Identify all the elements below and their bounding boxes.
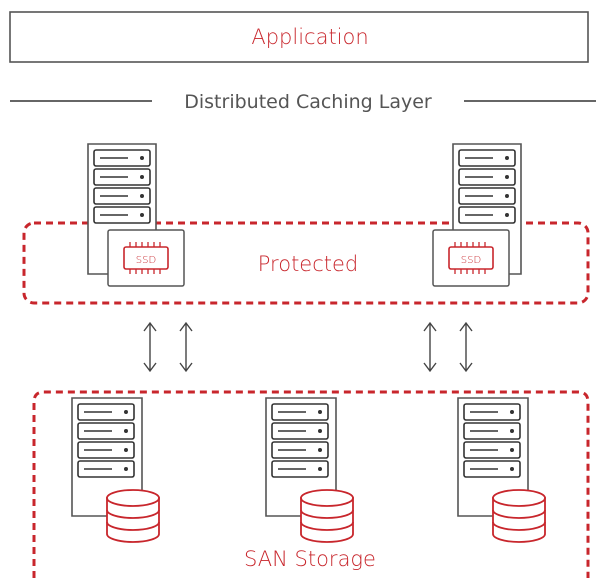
server-rack-icon (265, 397, 337, 517)
server-rack-icon (457, 397, 529, 517)
bidirectional-arrow-icon (459, 321, 473, 373)
application-label: Application (251, 25, 368, 49)
caching-layer-header: Distributed Caching Layer (10, 91, 596, 113)
san-storage-label: SAN Storage (244, 547, 376, 571)
san-server-3[interactable] (457, 397, 546, 543)
database-icon (106, 489, 160, 543)
cache-server-right[interactable]: SSD (432, 143, 522, 287)
san-server-1[interactable] (71, 397, 160, 543)
protected-group[interactable]: Protected (22, 221, 590, 305)
cache-server-left[interactable]: SSD (87, 143, 185, 287)
server-rack-icon (71, 397, 143, 517)
database-icon (492, 489, 546, 543)
san-server-2[interactable] (265, 397, 354, 543)
database-icon (300, 489, 354, 543)
protected-group-border (22, 221, 590, 305)
protected-label: Protected (258, 252, 359, 276)
ssd-chip-icon: SSD (107, 229, 185, 287)
bidirectional-arrow-icon (423, 321, 437, 373)
ssd-label: SSD (136, 255, 156, 266)
san-storage-group[interactable]: SAN Storage (32, 390, 590, 578)
bidirectional-arrow-icon (179, 321, 193, 373)
bidirectional-arrow-icon (143, 321, 157, 373)
ssd-chip-icon: SSD (432, 229, 510, 287)
san-group-border (32, 390, 590, 578)
ssd-label: SSD (461, 255, 481, 266)
application-box[interactable]: Application (9, 11, 589, 63)
caching-layer-label: Distributed Caching Layer (184, 91, 432, 113)
